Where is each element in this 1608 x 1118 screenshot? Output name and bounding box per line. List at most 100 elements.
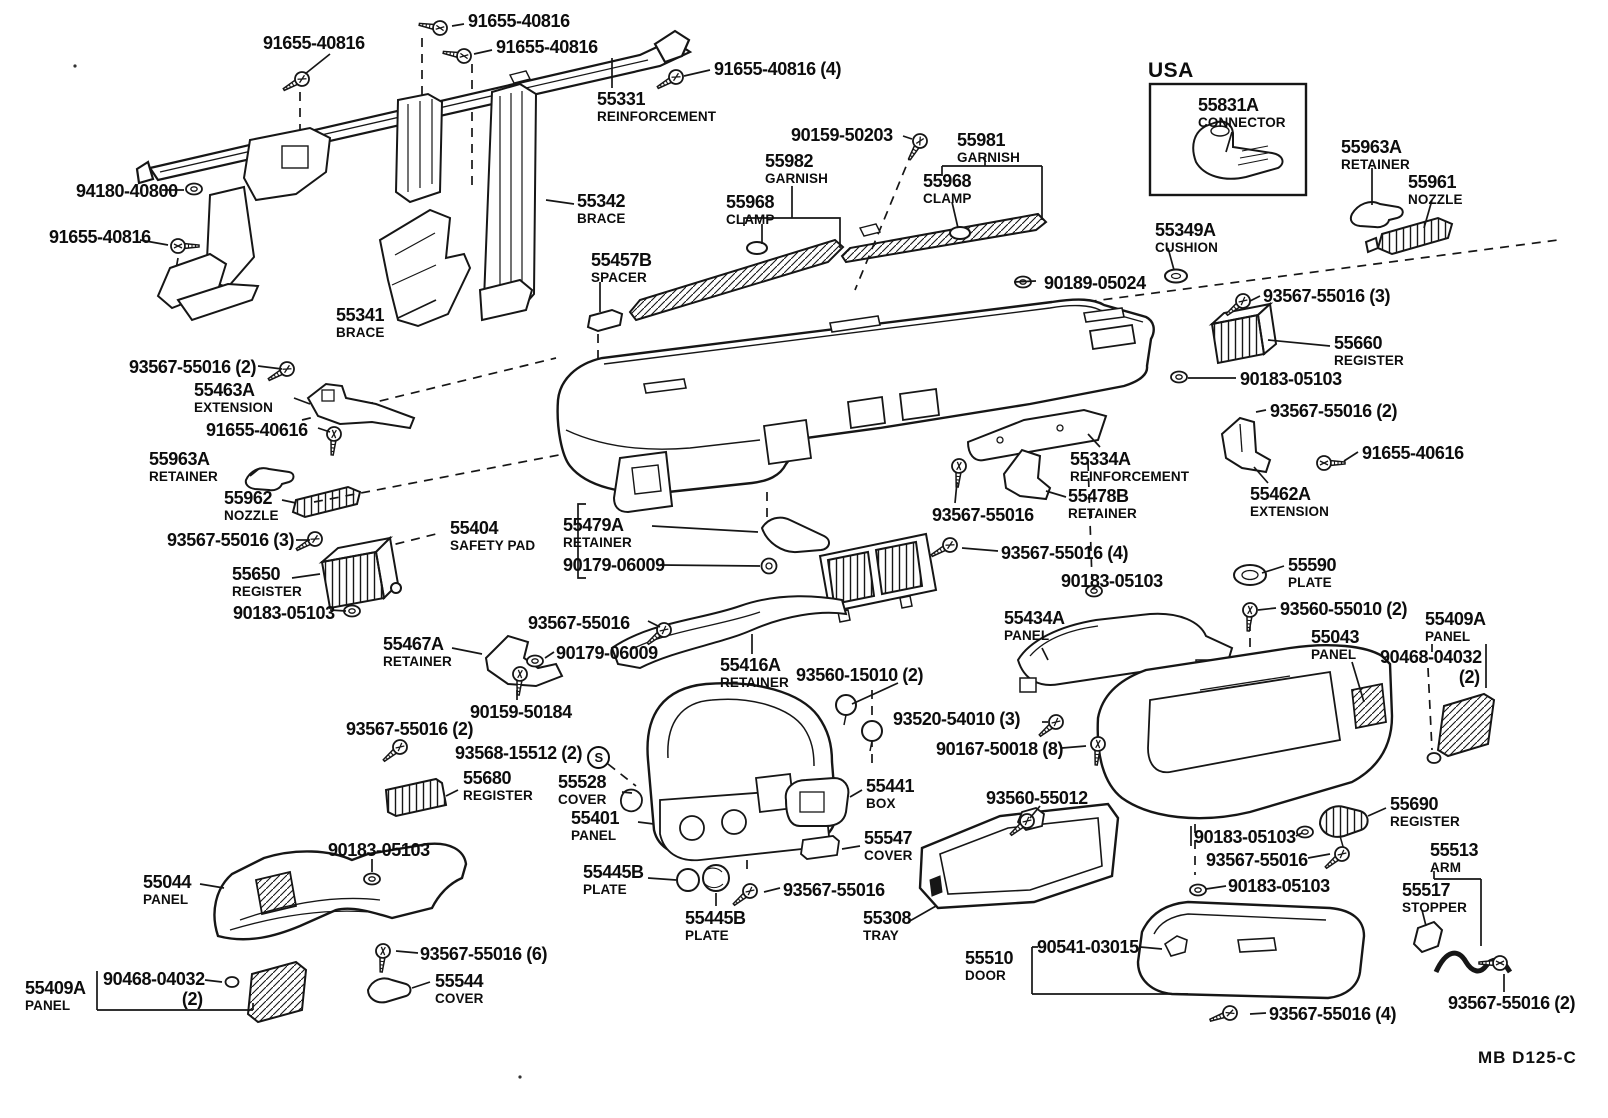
part-name: REGISTER (463, 787, 533, 803)
part-number: 55342 (577, 191, 626, 211)
part-number: 55690 (1390, 794, 1439, 814)
part-name: TRAY (863, 927, 899, 943)
part-number: 93567-55016 (3) (167, 530, 295, 550)
part-number: 93567-55016 (4) (1001, 543, 1129, 563)
part-label: 93560-15010 (2) (796, 666, 924, 686)
part-label: 90179-06009 (563, 556, 665, 576)
part-label: 93567-55016 (783, 881, 885, 901)
part-name: RETAINER (1341, 156, 1410, 172)
part-name: CLAMP (726, 211, 775, 227)
part-name: DOOR (965, 967, 1006, 983)
part-number: 93567-55016 (2) (1448, 993, 1576, 1013)
part-label: 91655-40816 (4) (714, 59, 842, 80)
register-55690-drawing (1318, 805, 1369, 851)
part-label: 93520-54010 (3) (893, 709, 1021, 730)
part-number: 90468-04032 (1380, 647, 1482, 667)
part-name: COVER (864, 847, 913, 863)
part-label: 91655-40816 (49, 228, 151, 248)
part-name: RETAINER (1068, 505, 1137, 521)
part-number: 93567-55016 (783, 880, 885, 900)
part-label: 93567-55016 (1206, 851, 1308, 871)
part-name: PANEL (1311, 646, 1357, 662)
part-name: REGISTER (1334, 352, 1404, 368)
scan-specks (73, 64, 522, 1079)
part-number: 93567-55016 (4) (1269, 1004, 1397, 1024)
usa-variant-box (1148, 82, 1308, 197)
part-name: BRACE (577, 210, 626, 226)
part-label: 90183-05103 (1194, 828, 1296, 848)
part-number: 55416A (720, 655, 781, 675)
part-label: 93567-55016 (528, 614, 630, 634)
part-number: 90183-05103 (1240, 369, 1342, 389)
part-number: 94180-40800 (76, 181, 178, 201)
part-number: 55462A (1250, 484, 1311, 504)
part-number: 90183-05103 (1061, 571, 1163, 591)
part-label: 91655-40816 (496, 38, 598, 58)
part-number: MB D125-C (1478, 1048, 1577, 1067)
glovebox-panel-55043 (1096, 643, 1496, 820)
part-number: 93567-55016 (2) (1270, 401, 1398, 421)
part-number: 55547 (864, 828, 913, 848)
part-number: 55044 (143, 872, 192, 892)
part-number: 55590 (1288, 555, 1337, 575)
part-label: 93567-55016 (932, 506, 1034, 526)
part-number: 93520-54010 (3) (893, 709, 1021, 729)
part-number: 91655-40816 (4) (714, 59, 842, 79)
part-name: GARNISH (765, 170, 828, 186)
part-number: 93567-55016 (6) (420, 944, 548, 964)
part-number: 55962 (224, 488, 273, 508)
part-number: 55349A (1155, 220, 1216, 240)
part-name: BRACE (336, 324, 385, 340)
part-number: 93560-55012 (986, 788, 1088, 808)
part-label: 90541-03015 (1037, 938, 1139, 958)
garnish-strips (628, 212, 1188, 322)
part-name: RETAINER (149, 468, 218, 484)
part-name: REINFORCEMENT (1070, 468, 1190, 484)
part-label: 91655-40616 (206, 421, 308, 441)
part-number: 55968 (726, 192, 775, 212)
part-label: 90183-05103 (328, 841, 430, 861)
part-number: 55341 (336, 305, 385, 325)
part-number: 55513 (1430, 840, 1479, 860)
part-name: PANEL (1425, 628, 1471, 644)
part-number: 55660 (1334, 333, 1383, 353)
part-number: 91655-40816 (263, 33, 365, 53)
safety-pad-55404-drawing (556, 298, 1155, 554)
part-number: 55517 (1402, 880, 1451, 900)
part-number: 55467A (383, 634, 444, 654)
part-number: 55445B (685, 908, 746, 928)
part-label: 90167-50018 (8) (936, 740, 1064, 760)
part-number: 90159-50184 (470, 702, 572, 722)
part-label: 90183-05103 (233, 604, 335, 624)
part-number: 55961 (1408, 172, 1457, 192)
part-number: 91655-40816 (49, 227, 151, 247)
part-number: 90183-05103 (1228, 876, 1330, 896)
part-number: 90189-05024 (1044, 273, 1146, 293)
part-number: 55043 (1311, 627, 1360, 647)
registers (318, 301, 1369, 851)
part-label: 90183-05103 (1061, 572, 1163, 592)
part-number: 55434A (1004, 608, 1065, 628)
part-number: 55544 (435, 971, 484, 991)
part-label: 93567-55016 (6) (420, 944, 548, 965)
region-title: USA (1148, 60, 1194, 82)
part-number: USA (1148, 59, 1194, 82)
part-name: REGISTER (1390, 813, 1460, 829)
